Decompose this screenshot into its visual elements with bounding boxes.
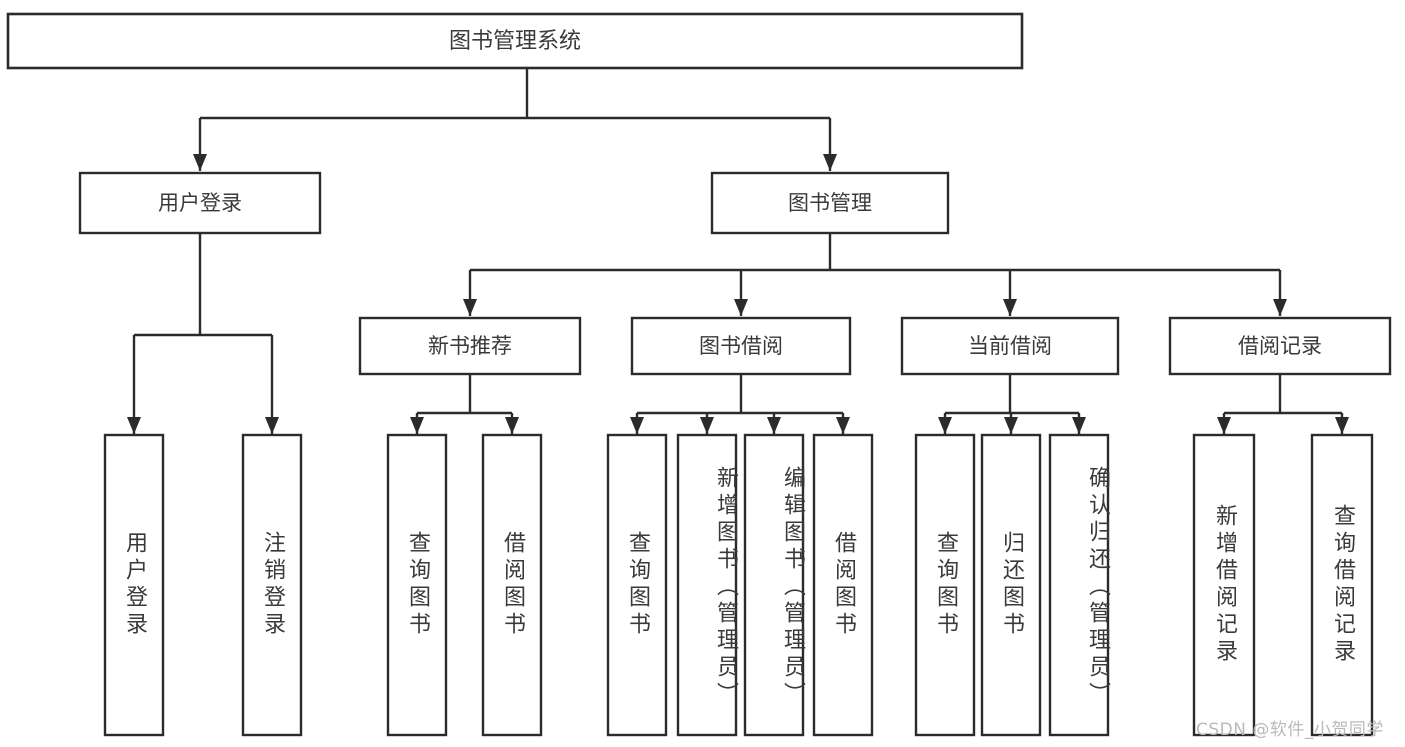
node-box-leaf-query-book-3 (914, 433, 976, 737)
node-label-book-manage: 图书管理 (788, 191, 872, 215)
arrow-to-current-borrow (1003, 299, 1017, 316)
node-box-user-login (78, 171, 322, 235)
arrow-to-borrow-record (1273, 299, 1287, 316)
node-box-leaf-edit-book (743, 433, 805, 737)
arrow-to-user-login (193, 154, 207, 171)
connectors-layer (127, 68, 1349, 434)
arrow-to-leaf-logout (265, 417, 279, 434)
arrow-to-leaf-query-book-2 (630, 417, 644, 434)
node-box-new-book-recommend (358, 316, 582, 376)
node-box-book-manage (710, 171, 950, 235)
arrow-to-leaf-edit-book (767, 417, 781, 434)
node-box-book-borrow (630, 316, 852, 376)
node-label-root: 图书管理系统 (449, 29, 581, 54)
arrow-to-leaf-query-book-3 (938, 417, 952, 434)
node-box-leaf-query-record (1310, 433, 1374, 737)
arrow-to-leaf-add-book (700, 417, 714, 434)
node-label-current-borrow: 当前借阅 (968, 334, 1052, 358)
arrow-to-book-borrow (734, 299, 748, 316)
node-box-borrow-record (1168, 316, 1392, 376)
node-label-new-book-recommend: 新书推荐 (428, 334, 512, 358)
arrow-to-leaf-query-book-1 (410, 417, 424, 434)
csdn-watermark: CSDN @软件_小贺同学 (1196, 720, 1384, 740)
node-box-leaf-confirm-return (1048, 433, 1110, 737)
node-label-book-borrow: 图书借阅 (699, 334, 783, 358)
arrow-to-leaf-return-book (1004, 417, 1018, 434)
arrow-to-leaf-borrow-book-2 (836, 417, 850, 434)
node-box-leaf-borrow-book-1 (481, 433, 543, 737)
node-box-leaf-logout (241, 433, 303, 737)
arrow-to-leaf-borrow-book-1 (505, 417, 519, 434)
arrow-to-new-book-recommend (463, 299, 477, 316)
arrow-to-leaf-add-record (1217, 417, 1231, 434)
node-box-leaf-add-record (1192, 433, 1256, 737)
node-label-user-login: 用户登录 (158, 191, 242, 215)
arrow-to-book-manage (823, 154, 837, 171)
arrow-to-leaf-query-record (1335, 417, 1349, 434)
node-box-leaf-add-book (676, 433, 738, 737)
node-label-borrow-record: 借阅记录 (1238, 334, 1322, 358)
arrow-to-leaf-user-login (127, 417, 141, 434)
node-box-leaf-query-book-1 (386, 433, 448, 737)
node-box-leaf-user-login (103, 433, 165, 737)
boxes-layer (6, 12, 1392, 737)
node-box-root (6, 12, 1024, 70)
node-box-leaf-query-book-2 (606, 433, 668, 737)
node-box-leaf-borrow-book-2 (812, 433, 874, 737)
node-box-current-borrow (900, 316, 1120, 376)
arrow-to-leaf-confirm-return (1072, 417, 1086, 434)
node-box-leaf-return-book (980, 433, 1042, 737)
